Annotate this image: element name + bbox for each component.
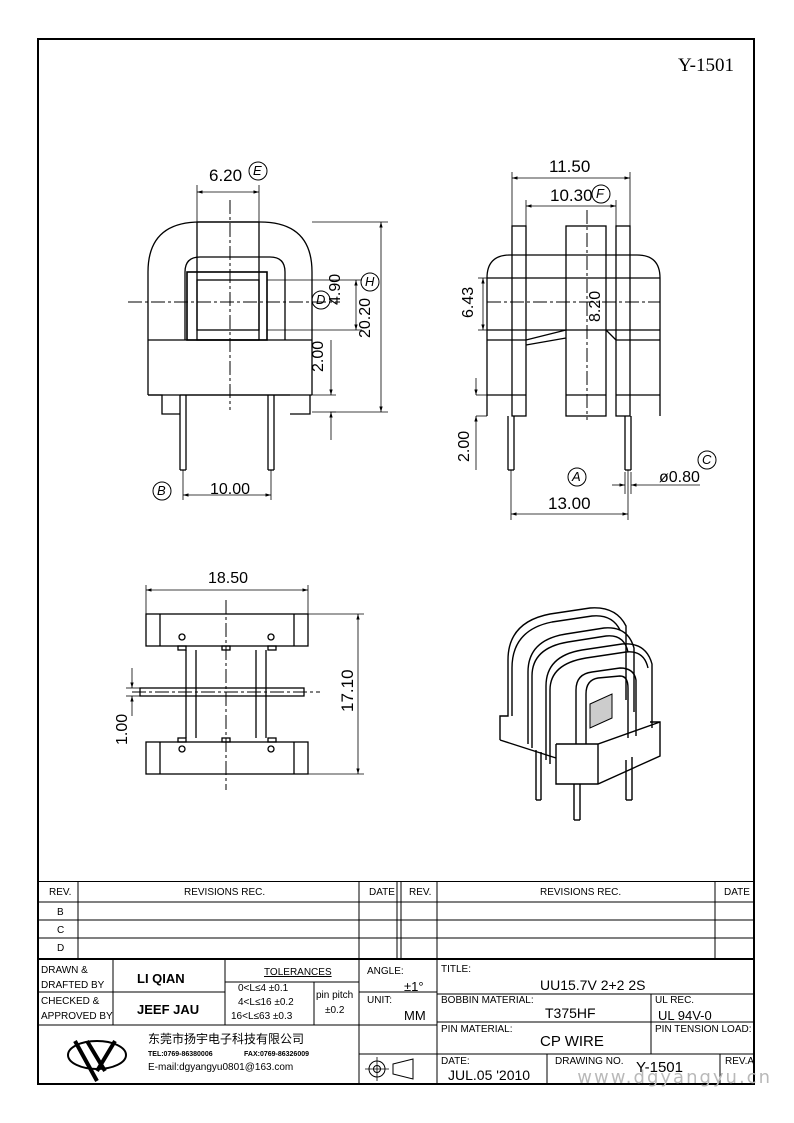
dim-bottom-width: 18.50 bbox=[208, 570, 249, 587]
technical-drawing bbox=[126, 161, 717, 821]
ref-d: D bbox=[316, 292, 326, 307]
pin-tension-label: PIN TENSION LOAD: bbox=[655, 1024, 752, 1035]
rev-date-label: DATE bbox=[369, 887, 395, 898]
dim-window: 4.90 bbox=[327, 273, 344, 305]
unit-label: UNIT: bbox=[367, 995, 392, 1006]
title-block-grid bbox=[37, 881, 755, 1085]
company-email: E-mail:dgyangyu0801@163.com bbox=[148, 1062, 294, 1073]
angle-value: ±1° bbox=[404, 979, 424, 994]
dim-pin-spacing-right: 13.00 bbox=[548, 494, 591, 513]
dim-bottom-height: 17.10 bbox=[338, 669, 357, 712]
tolerances-label: TOLERANCES bbox=[264, 967, 332, 978]
ref-h: H bbox=[365, 274, 375, 289]
watermark: www.dgyangyu.cn bbox=[577, 1067, 772, 1088]
dim-upper: 6.43 bbox=[460, 286, 477, 318]
drawn-label-1: DRAWN & bbox=[41, 965, 88, 976]
dim-pin-spacing-left: 10.00 bbox=[210, 481, 251, 498]
drawn-label-2: DRAFTED BY bbox=[41, 980, 105, 991]
ref-a: A bbox=[572, 469, 581, 484]
dim-pin-diameter: ø0.80 bbox=[659, 469, 700, 486]
checked-name: JEEF JAU bbox=[137, 1002, 200, 1017]
isometric-view bbox=[499, 607, 661, 821]
date-label: DATE: bbox=[441, 1056, 470, 1067]
ref-e: E bbox=[253, 163, 262, 178]
checked-label-2: APPROVED BY bbox=[41, 1011, 113, 1022]
ref-c: C bbox=[702, 452, 712, 467]
ul-value: UL 94V-0 bbox=[658, 1008, 712, 1023]
rev-date-label-2: DATE bbox=[724, 887, 750, 898]
rev-rec-label-2: REVISIONS REC. bbox=[540, 887, 622, 898]
drawing-no-label: DRAWING NO. bbox=[555, 1056, 624, 1067]
drawn-name: LI QIAN bbox=[137, 971, 185, 986]
top-view bbox=[126, 585, 364, 790]
front-view bbox=[128, 161, 388, 501]
rev-row-c: C bbox=[57, 925, 65, 936]
ul-label: UL REC. bbox=[655, 995, 695, 1006]
title-label: TITLE: bbox=[441, 964, 472, 975]
tolerance-3: 16<L≤63 ±0.3 bbox=[231, 1011, 293, 1022]
dim-overall: 11.50 bbox=[549, 157, 591, 176]
ref-b: B bbox=[157, 483, 166, 498]
bobbin-value: T375HF bbox=[545, 1005, 596, 1021]
company-tel: TEL:0769-86380006 bbox=[148, 1051, 213, 1058]
pin-material-label: PIN MATERIAL: bbox=[441, 1024, 513, 1035]
drawing-sheet bbox=[37, 38, 755, 1085]
rev-label: REV.A bbox=[725, 1056, 755, 1067]
company-fax: FAX:0769-86326009 bbox=[244, 1051, 309, 1058]
date-value: JUL.05 '2010 bbox=[448, 1067, 531, 1083]
drawing-no-value: Y-1501 bbox=[636, 1059, 683, 1076]
rev-col-label-2: REV. bbox=[409, 887, 432, 898]
pin-pitch-label: pin pitch bbox=[316, 990, 354, 1001]
bobbin-label: BOBBIN MATERIAL: bbox=[441, 995, 534, 1006]
pin-pitch-value: ±0.2 bbox=[325, 1005, 345, 1016]
tolerance-1: 0<L≤4 ±0.1 bbox=[238, 983, 289, 994]
dim-height: 20.20 bbox=[357, 297, 374, 338]
company-name: 东莞市扬宇电子科技有限公司 bbox=[148, 1032, 305, 1046]
rev-row-b: B bbox=[57, 907, 64, 918]
dim-inner: 10.30 bbox=[550, 186, 593, 205]
dim-top-left-width: 6.20 bbox=[209, 166, 243, 185]
dim-pin-length-right: 2.00 bbox=[456, 430, 473, 462]
rev-col-label: REV. bbox=[49, 887, 72, 898]
side-view bbox=[474, 172, 717, 520]
company-logo bbox=[67, 1039, 127, 1082]
rev-rec-label: REVISIONS REC. bbox=[184, 887, 266, 898]
checked-label-1: CHECKED & bbox=[41, 996, 100, 1007]
ref-f: F bbox=[596, 186, 604, 201]
dim-bottom-flange: 1.00 bbox=[114, 713, 131, 745]
title-value: UU15.7V 2+2 2S bbox=[540, 977, 646, 993]
pin-material-value: CP WIRE bbox=[540, 1033, 604, 1050]
tolerance-2: 4<L≤16 ±0.2 bbox=[238, 997, 294, 1008]
dim-middle: 8.20 bbox=[587, 290, 604, 322]
dim-pin-length-left: 2.00 bbox=[310, 340, 327, 372]
angle-label: ANGLE: bbox=[367, 966, 404, 977]
unit-value: MM bbox=[404, 1008, 426, 1023]
rev-row-d: D bbox=[57, 943, 65, 954]
document-number: Y-1501 bbox=[678, 55, 734, 76]
